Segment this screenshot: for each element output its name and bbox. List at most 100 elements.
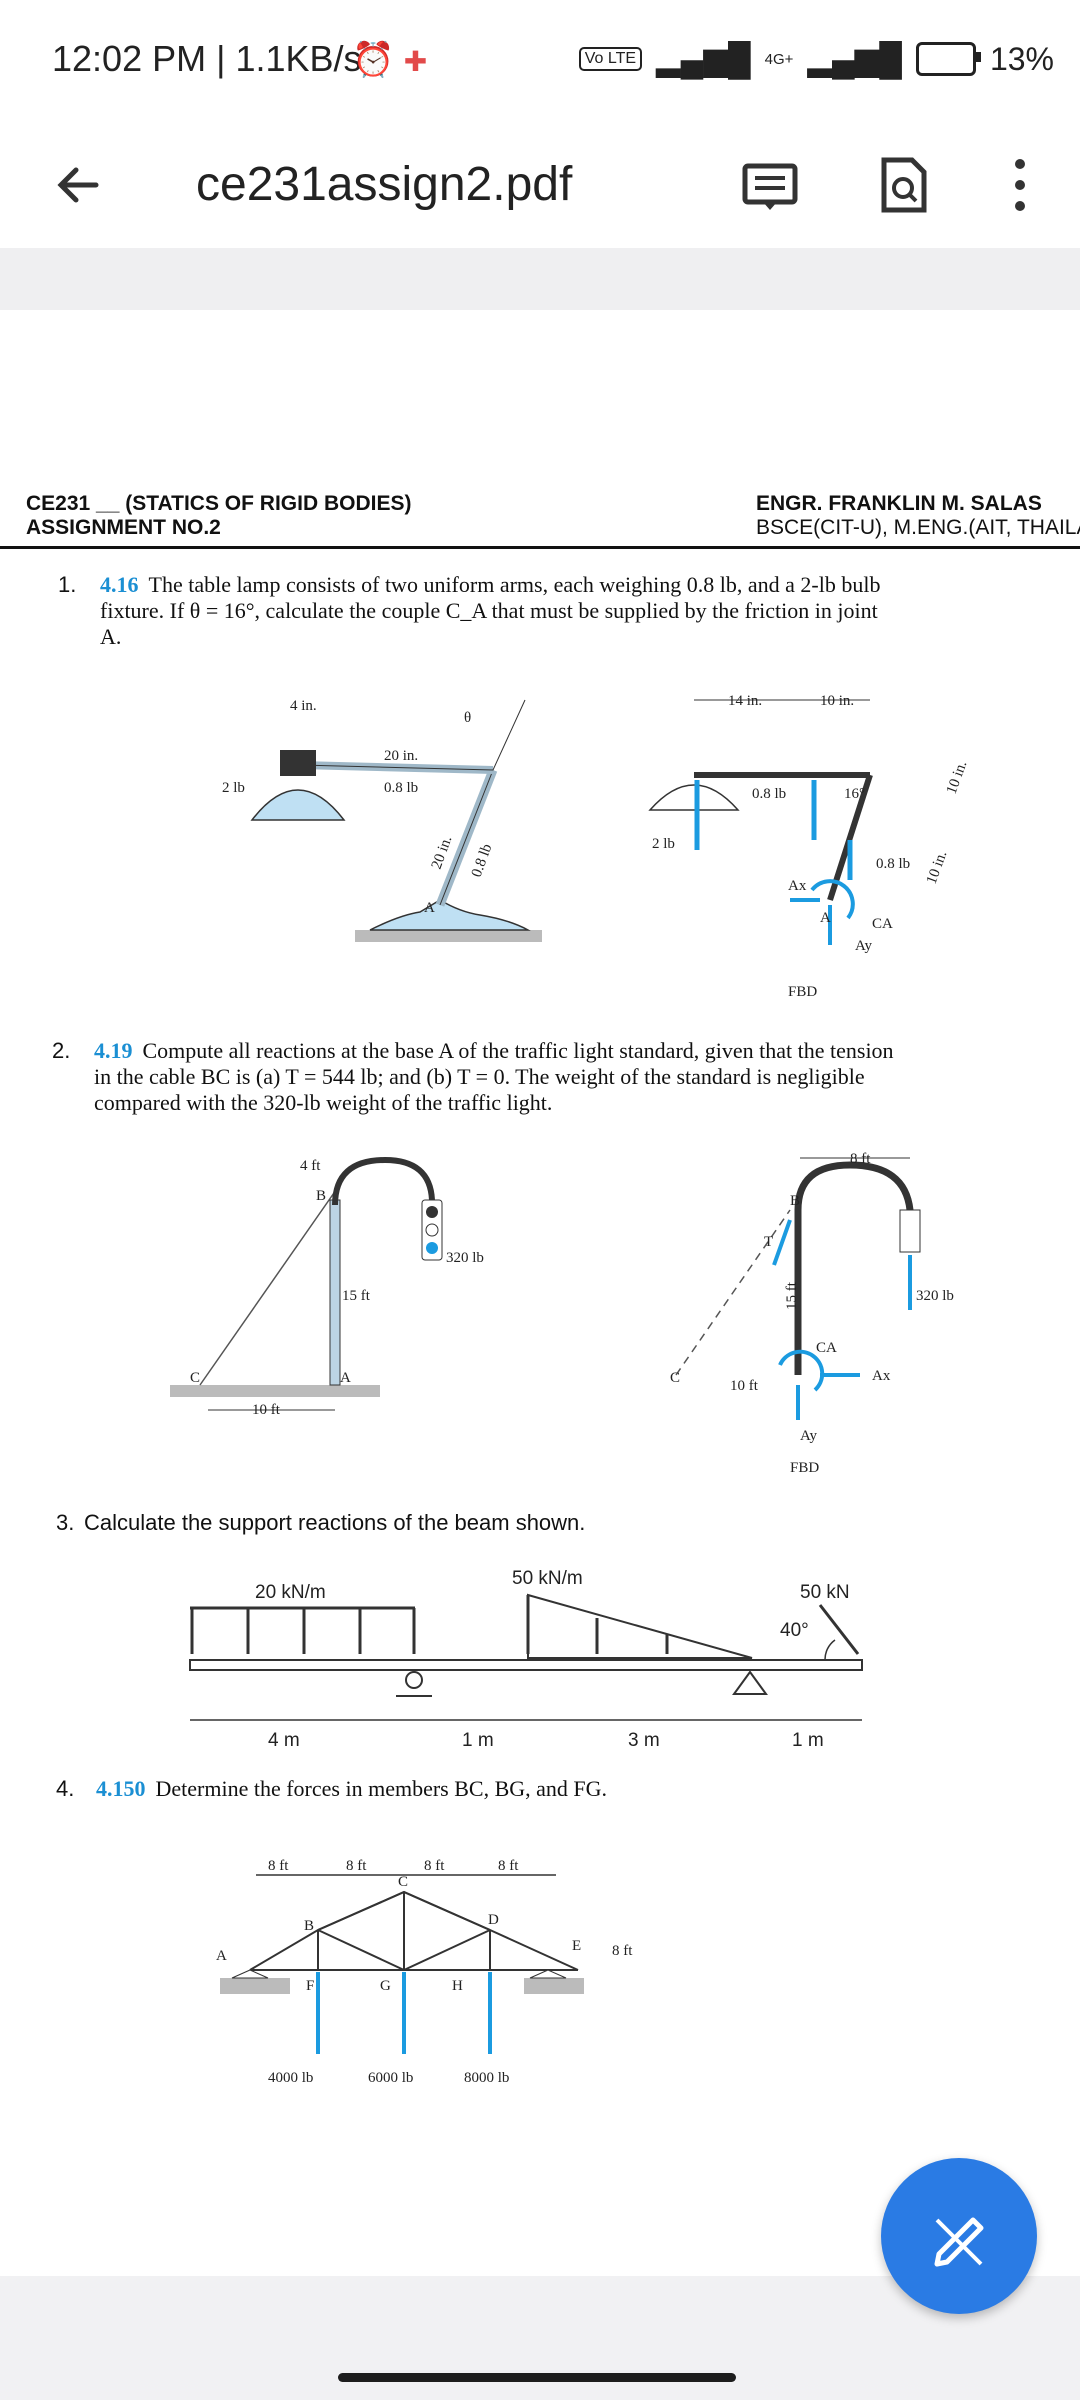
truss-label: 6000 lb [368, 2070, 413, 2086]
back-arrow-icon[interactable] [44, 150, 114, 220]
fig1-label: 0.8 lb [384, 780, 418, 796]
fbd-cable [675, 1209, 791, 1376]
pole [329, 1199, 341, 1386]
status-bar: 12:02 PM | 1.1KB/s ⏰ ✚ Vo LTE ▂▄▆█ 4G+ ▂… [0, 0, 1080, 120]
beam-label: 20 kN/m [255, 1582, 326, 1603]
fig1-fbd-label: Ay [855, 938, 872, 954]
truss-label: 8 ft [424, 1858, 445, 1874]
question-text: The table lamp consists of two uniform a… [100, 572, 881, 649]
fig2-label: C [190, 1370, 200, 1386]
more-vert-icon[interactable] [985, 150, 1055, 220]
edit-pen-icon [934, 2217, 984, 2267]
fig2-fbd-label: Ay [800, 1428, 817, 1444]
alarm-icon: ⏰ ✚ [352, 41, 428, 79]
figure-traffic-light: 4 ft B 320 lb 15 ft C A 10 ft 8 ft B T 3… [170, 1151, 954, 1476]
truss-label: 8 ft [346, 1858, 367, 1874]
search-document-icon[interactable] [868, 150, 938, 220]
battery-level: 13% [989, 40, 1054, 77]
fig2-fbd-label: 15 ft [784, 1281, 800, 1310]
beam [189, 1659, 863, 1671]
truss-label: A [216, 1948, 227, 1964]
fbd-pole [794, 1161, 914, 1375]
fig2-label: A [340, 1370, 351, 1386]
point-load-arrow [818, 1604, 860, 1655]
fig1-fbd-label: CA [872, 916, 893, 932]
fig1-fbd-label: 10 in. [820, 693, 854, 709]
fig1-fbd-label: 10 in. [924, 849, 951, 887]
pdf-page[interactable]: CE231 __ (STATICS OF RIGID BODIES) ASSIG… [0, 310, 1080, 2276]
page-gap [0, 248, 1080, 310]
fig1-label: 0.8 lb [469, 842, 496, 880]
status-indicators: Vo LTE ▂▄▆█ 4G+ ▂▄▆█ 13% [578, 40, 1054, 78]
question-text: Compute all reactions at the base A of t… [94, 1038, 894, 1115]
figure-beam: 20 kN/m 50 kN/m 50 kN 40° 4 m 1 m 3 m 1 … [189, 1568, 863, 1751]
problem-ref: 4.150 [96, 1776, 146, 1801]
instructor-name: ENGR. FRANKLIN M. SALAS [756, 492, 1042, 515]
beam-label: 3 m [628, 1730, 660, 1751]
fig2-fbd-label: CA [816, 1340, 837, 1356]
status-time: 12:02 PM | 1.1KB/s [52, 38, 362, 79]
fig2-label: B [316, 1188, 326, 1204]
fig2-fbd-label: B [790, 1193, 800, 1209]
volte-badge: Vo LTE [578, 47, 643, 71]
truss-label: 8 ft [612, 1943, 633, 1959]
fig1-fbd-label: A [820, 910, 831, 926]
truss-members [249, 1890, 579, 1972]
truss-label: 8 ft [268, 1858, 289, 1874]
fig1-label: θ [464, 710, 471, 726]
truss-label: G [380, 1978, 391, 1994]
triangular-load [527, 1593, 753, 1659]
lamp-base [369, 899, 531, 931]
lamp-head [280, 750, 316, 776]
fig2-fbd-label: FBD [790, 1460, 819, 1476]
pole-arm [332, 1156, 435, 1206]
truss-label: E [572, 1938, 581, 1954]
fig1-fbd-label: Ax [788, 878, 807, 894]
app-notification-icon: ✚ [403, 46, 428, 77]
beam-label: 50 kN [800, 1582, 850, 1603]
beam-label: 50 kN/m [512, 1568, 583, 1589]
instructor-credentials: BSCE(CIT-U), M.ENG.(AIT, THAILAND) [756, 516, 1080, 539]
truss-label: 8000 lb [464, 2070, 509, 2086]
fig1-label: 2 lb [222, 780, 245, 796]
fig2-fbd-label: C [670, 1370, 680, 1386]
fig2-fbd-label: 8 ft [850, 1151, 871, 1167]
file-title: ce231assign2.pdf [196, 158, 573, 211]
beam-label: 40° [780, 1620, 809, 1641]
figure-truss: 8 ft 8 ft 8 ft 8 ft 8 ft A B C D E F G H… [216, 1858, 633, 2086]
fig1-fbd-label: FBD [788, 984, 817, 1000]
question-number: 3. [56, 1510, 75, 1535]
signal-icon: ▂▄▆█ [656, 41, 751, 77]
fig1-label: A [424, 900, 435, 916]
battery-icon [915, 42, 981, 76]
gesture-nav-bar[interactable] [338, 2373, 736, 2382]
fig1-label: 20 in. [384, 748, 418, 764]
beam-label: 4 m [268, 1730, 300, 1751]
truss-label: 8 ft [498, 1858, 519, 1874]
fig1-fbd-label: 2 lb [652, 836, 675, 852]
truss-label: C [398, 1874, 408, 1890]
fbd-couple-arc [810, 879, 855, 920]
truss-label: H [452, 1978, 463, 1994]
fig1-label: 4 in. [290, 698, 317, 714]
signal-icon-2: ▂▄▆█ [807, 41, 902, 77]
app-bar: ce231assign2.pdf [0, 120, 1080, 249]
ground [170, 1385, 380, 1397]
reading-mode-icon[interactable] [735, 150, 805, 220]
fig1-fbd-label: 16° [844, 786, 865, 802]
fig1-fbd-label: 14 in. [728, 693, 762, 709]
edit-fab[interactable] [881, 2158, 1037, 2314]
question-number: 4. [56, 1776, 75, 1801]
fig2-label: 320 lb [446, 1250, 484, 1266]
problem-ref: 4.16 [100, 572, 139, 597]
beam-label: 1 m [792, 1730, 824, 1751]
udl-arrows [190, 1595, 669, 1654]
fig2-label: 10 ft [252, 1402, 281, 1418]
header-divider [0, 546, 1080, 549]
doc-header-left: CE231 __ (STATICS OF RIGID BODIES) ASSIG… [26, 492, 411, 540]
fig2-fbd-label: 320 lb [916, 1288, 954, 1304]
cable-bc [199, 1189, 337, 1386]
